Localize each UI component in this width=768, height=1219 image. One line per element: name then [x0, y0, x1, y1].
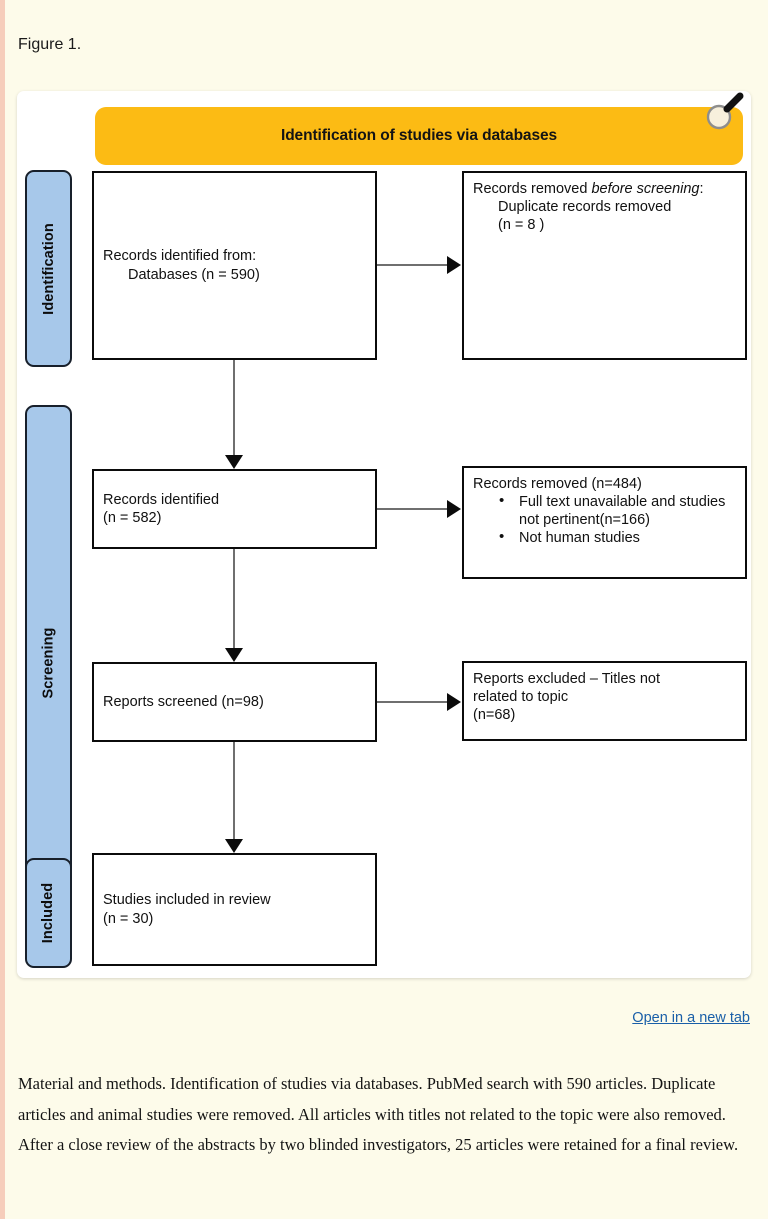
box-reports-excluded-text: Reports excluded – Titles not related to…	[464, 663, 669, 724]
stage-label-included-text: Included	[40, 882, 57, 944]
box-studies-included-text: Studies included in review (n = 30)	[94, 891, 280, 927]
magnifier-zoom-icon[interactable]	[701, 91, 749, 137]
box-b6-line2: related to topic	[473, 689, 569, 706]
box-b4-heading: Records removed (n=484)	[473, 476, 642, 492]
prisma-flow-diagram: Identification of studies via databases …	[17, 91, 751, 978]
box-records-removed: Records removed (n=484) Full text unavai…	[462, 466, 747, 579]
box-b2-line1-italic: before screening	[591, 181, 700, 197]
list-item: Not human studies	[499, 528, 736, 547]
box-records-removed-before-screening-text: Records removed before screening: Duplic…	[464, 173, 713, 234]
diagram-header-title: Identification of studies via databases	[280, 127, 558, 144]
stage-label-screening: Screening	[25, 405, 72, 921]
box-reports-screened: Reports screened (n=98)	[92, 662, 377, 742]
box-reports-screened-text: Reports screened (n=98)	[103, 693, 264, 710]
box-b1-line1: Records identified from:	[103, 248, 257, 265]
open-in-new-tab-link[interactable]: Open in a new tab	[632, 1010, 750, 1026]
stage-label-identification-text: Identification	[40, 222, 57, 315]
connector-vertical-1	[233, 360, 236, 456]
box-b7-line1: Studies included in review	[103, 892, 271, 909]
box-b6-line1: Reports excluded – Titles not	[473, 671, 660, 687]
box-b3-line2: (n = 582)	[103, 510, 162, 526]
box-reports-excluded: Reports excluded – Titles not related to…	[462, 661, 747, 741]
arrowhead-down-icon	[225, 648, 243, 662]
box-records-identified-from: Records identified from: Databases (n = …	[92, 171, 377, 360]
box-b1-line2: Databases (n = 590)	[128, 266, 260, 283]
figure-label: Figure 1.	[18, 36, 82, 53]
box-records-identified-text: Records identified (n = 582)	[94, 491, 228, 527]
box-records-identified-from-text: Records identified from: Databases (n = …	[94, 247, 269, 283]
connector-horizontal-1	[377, 264, 449, 267]
connector-vertical-2	[233, 549, 236, 649]
box-records-identified: Records identified (n = 582)	[92, 469, 377, 549]
connector-horizontal-3	[377, 701, 449, 704]
arrowhead-right-icon	[447, 693, 461, 711]
box-b7-line2: (n = 30)	[103, 910, 154, 927]
box-b3-line1: Records identified	[103, 491, 220, 508]
arrowhead-right-icon	[447, 500, 461, 518]
stage-label-included: Included	[25, 858, 72, 968]
box-b2-line1-suffix: :	[699, 181, 704, 197]
page-edge-stripe	[0, 0, 5, 1219]
diagram-header-banner: Identification of studies via databases	[95, 107, 743, 165]
stage-label-screening-text: Screening	[40, 627, 57, 699]
box-records-removed-before-screening: Records removed before screening: Duplic…	[462, 171, 747, 360]
figure-panel[interactable]: Identification of studies via databases …	[17, 91, 751, 978]
stage-label-identification: Identification	[25, 170, 72, 367]
connector-vertical-3	[233, 742, 236, 840]
arrowhead-down-icon	[225, 839, 243, 853]
box-b2-line1-prefix: Records removed	[473, 181, 592, 197]
connector-horizontal-2	[377, 508, 449, 511]
arrowhead-down-icon	[225, 455, 243, 469]
box-b4-bullet-list: Full text unavailable and studies not pe…	[473, 492, 736, 547]
box-b2-line3: (n = 8 )	[498, 217, 545, 234]
box-records-removed-text: Records removed (n=484) Full text unavai…	[464, 468, 745, 548]
arrowhead-right-icon	[447, 256, 461, 274]
box-studies-included: Studies included in review (n = 30)	[92, 853, 377, 966]
list-item: Full text unavailable and studies not pe…	[499, 492, 736, 529]
figure-caption: Material and methods. Identification of …	[18, 1074, 739, 1155]
box-b6-line3: (n=68)	[473, 707, 516, 724]
box-b2-line2: Duplicate records removed	[498, 199, 672, 216]
